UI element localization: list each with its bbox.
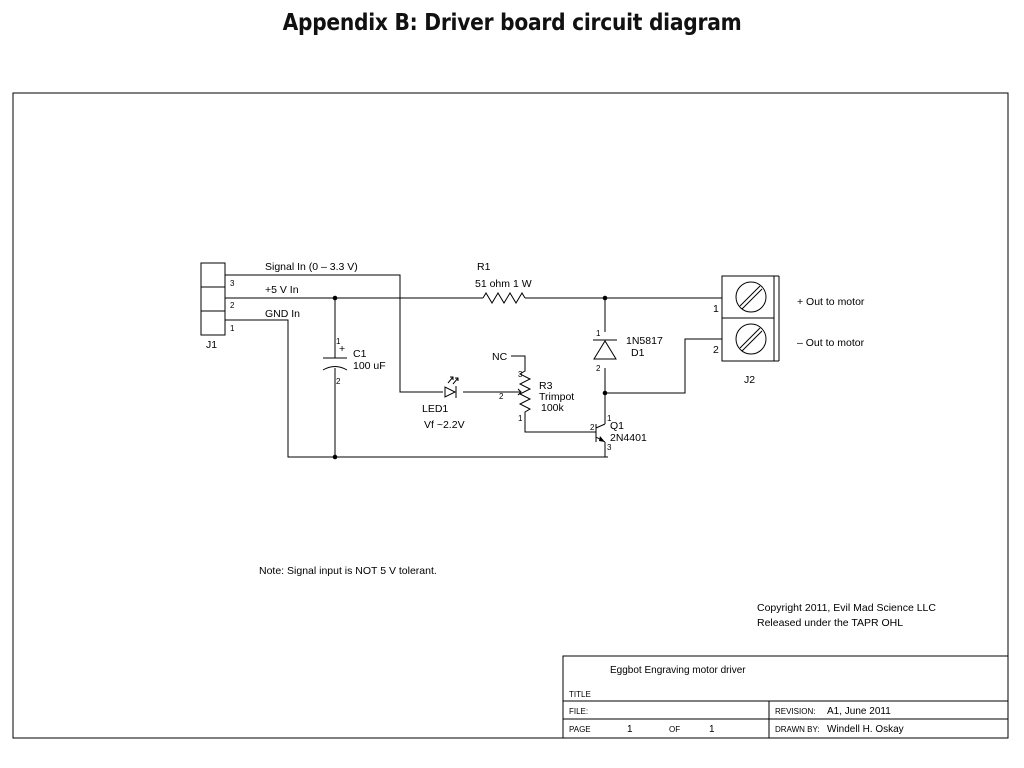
file-label: FILE: — [569, 707, 588, 716]
resistor-r1: R1 51 ohm 1 W — [475, 261, 532, 304]
of-label: OF — [669, 725, 680, 734]
license-text: Released under the TAPR OHL — [757, 617, 903, 629]
revision-value: A1, June 2011 — [827, 706, 891, 717]
c1-plus: + — [339, 343, 345, 355]
j1-pin1-num: 1 — [230, 324, 235, 333]
r3-pin2: 2 — [499, 392, 504, 401]
j2-pin2-num: 2 — [713, 344, 719, 356]
drawn-by-label: DRAWN BY: — [775, 725, 820, 734]
revision-label: REVISION: — [775, 707, 815, 716]
c1-pin1: 1 — [336, 337, 341, 346]
q1-part: 2N4401 — [610, 432, 647, 444]
led1-ref: LED1 — [422, 403, 448, 415]
trimpot-r3: NC 3 2 1 R3 Trimpot 100k — [492, 351, 574, 423]
d1-pin1: 1 — [596, 329, 601, 338]
title-block: Eggbot Engraving motor driver TITLE FILE… — [562, 655, 1009, 739]
drawn-by-value: Windell H. Oskay — [827, 724, 904, 735]
j1-pin2-num: 2 — [230, 301, 235, 310]
led1-value: Vf ~2.2V — [424, 419, 465, 431]
copyright-text: Copyright 2011, Evil Mad Science LLC — [757, 602, 936, 614]
r3-pin3: 3 — [518, 370, 523, 379]
page-value: 1 — [627, 724, 633, 735]
d1-ref: D1 — [631, 347, 645, 359]
drawing-frame — [12, 92, 1009, 739]
led-led1: LED1 Vf ~2.2V — [422, 376, 465, 431]
r3-value: 100k — [541, 402, 565, 414]
of-value: 1 — [709, 724, 715, 735]
net-label-gnd-in: GND In — [265, 308, 300, 320]
j1-ref: J1 — [206, 339, 217, 351]
connector-j1: J1 3 2 1 — [200, 262, 235, 351]
diode-d1: 1 2 1N5817 D1 — [593, 329, 663, 373]
junctions — [332, 295, 608, 460]
r3-pin1: 1 — [518, 414, 523, 423]
d1-pin2: 2 — [596, 364, 601, 373]
c1-value: 100 uF — [353, 360, 386, 372]
q1-pin1: 1 — [607, 414, 612, 423]
j1-pin3-num: 3 — [230, 279, 235, 288]
title-label: TITLE — [569, 690, 591, 699]
note-text: Note: Signal input is NOT 5 V tolerant. — [259, 565, 437, 577]
c1-ref: C1 — [353, 348, 367, 360]
q1-pin3: 3 — [607, 443, 612, 452]
transistor-q1: 1 2 3 Q1 2N4401 — [589, 414, 647, 457]
j2-pin1-label: + Out to motor — [797, 296, 865, 308]
q1-ref: Q1 — [610, 420, 624, 432]
r3-type: Trimpot — [539, 391, 574, 403]
r1-value: 51 ohm 1 W — [475, 278, 532, 290]
connector-j2: 1 2 J2 + Out to motor – Out to motor — [713, 275, 865, 386]
capacitor-c1: + 1 2 C1 100 uF — [322, 337, 386, 386]
r3-ref: R3 — [539, 380, 553, 392]
j2-pin2-label: – Out to motor — [797, 337, 865, 349]
title-value: Eggbot Engraving motor driver — [610, 665, 746, 676]
q1-pin2: 2 — [590, 423, 595, 432]
j2-pin1-num: 1 — [713, 303, 719, 315]
j2-ref: J2 — [744, 374, 755, 386]
c1-pin2: 2 — [336, 377, 341, 386]
d1-part: 1N5817 — [626, 335, 663, 347]
r3-nc: NC — [492, 351, 508, 363]
page-title: Appendix B: Driver board circuit diagram — [282, 10, 742, 36]
page-label: PAGE — [569, 725, 591, 734]
wires — [225, 274, 722, 458]
net-label-signal-in: Signal In (0 – 3.3 V) — [265, 261, 358, 273]
net-label-5v-in: +5 V In — [265, 284, 299, 296]
r1-ref: R1 — [477, 261, 491, 273]
